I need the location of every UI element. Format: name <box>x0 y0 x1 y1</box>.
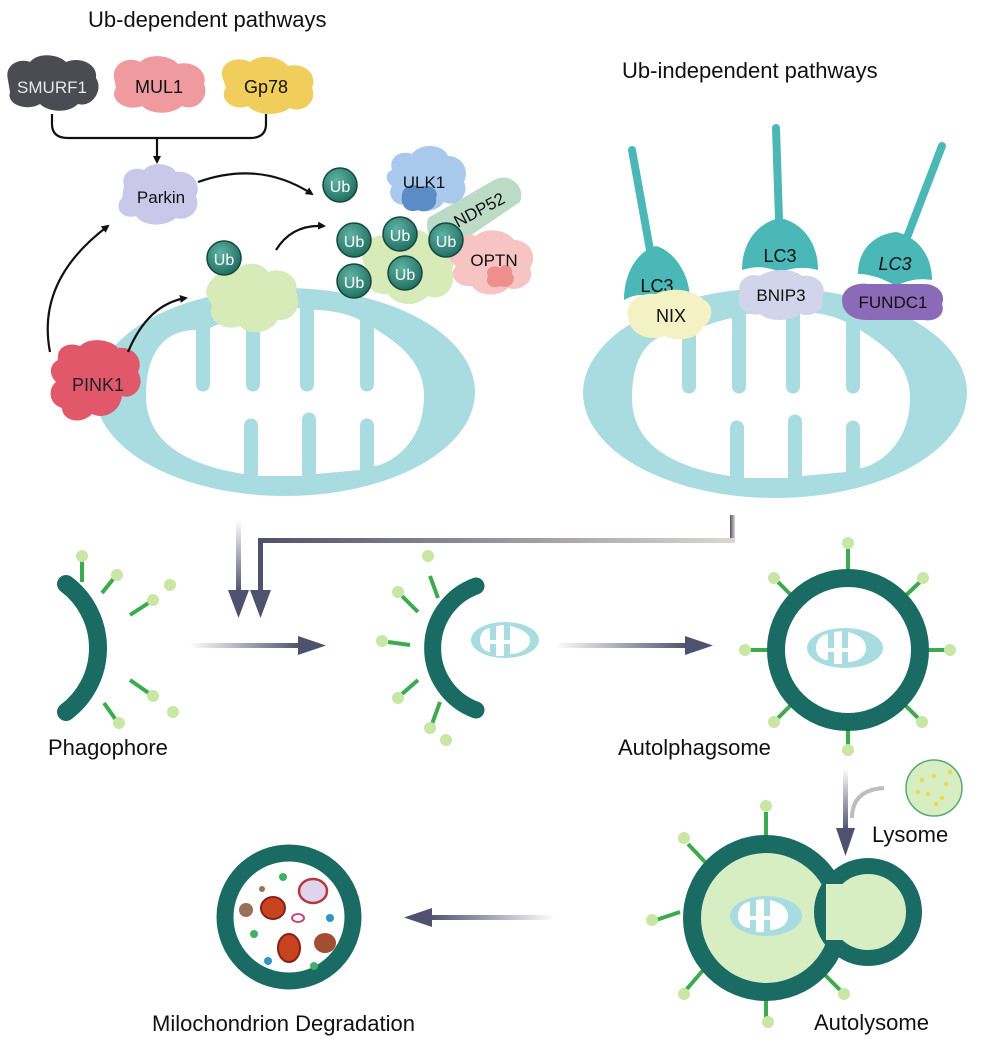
autolysosome <box>646 800 922 1028</box>
autophagosome-label: Autolphagsome <box>618 735 771 760</box>
phagophore <box>57 550 179 729</box>
engulfing-phagophore <box>376 550 539 746</box>
ub-ball-2: Ub <box>336 222 372 258</box>
lysosome-label: Lysome <box>872 822 948 847</box>
gp78-label: Gp78 <box>244 77 288 97</box>
svg-text:Ub: Ub <box>395 267 416 284</box>
ub-ball-1: Ub <box>322 167 358 203</box>
optn-label: OPTN <box>470 251 517 270</box>
ub-single: Ub <box>206 240 242 276</box>
mul1-protein: MUL1 <box>113 56 206 113</box>
ligase-bracket <box>50 114 268 140</box>
ub-partial: Ub <box>428 222 464 258</box>
parkin-protein: Parkin <box>118 164 198 225</box>
parkin-label: Parkin <box>137 188 185 207</box>
ulk1-label: ULK1 <box>403 173 446 192</box>
lc3-bnip3-complex: LC3 BNIP3 <box>738 124 824 320</box>
small-mitochondrion-1 <box>471 622 539 658</box>
arrow-to-degradation <box>404 908 555 927</box>
svg-text:Ub: Ub <box>344 234 365 251</box>
phagophore-label: Phagophore <box>48 735 168 760</box>
ub-partial-label: Ub <box>436 234 457 251</box>
mitochondrion-left <box>95 288 475 496</box>
gp78-protein: Gp78 <box>221 56 314 114</box>
ub-to-cluster-arrow <box>275 221 326 251</box>
nix-label: NIX <box>656 306 686 326</box>
svg-text:Ub: Ub <box>344 275 365 292</box>
degradation-label: Milochondrion Degradation <box>152 1011 415 1036</box>
lc3-fundc1-complex: LC3 FUNDC1 <box>842 142 946 321</box>
ulk1-protein: ULK1 <box>386 145 467 212</box>
lysosome <box>905 759 963 817</box>
ub-ball-4: Ub <box>336 263 372 299</box>
autolysosome-label: Autolysome <box>814 1010 929 1035</box>
converging-arrows <box>228 515 735 618</box>
ub-ball-3: Ub <box>382 216 418 252</box>
lc3-label-3: LC3 <box>878 254 911 274</box>
parkin-to-ub-arrow <box>197 172 314 196</box>
arrow-phagophore-to-engulfing <box>190 636 326 655</box>
fundc1-label: FUNDC1 <box>859 293 928 312</box>
pink1-label: PINK1 <box>72 375 124 395</box>
optn-protein: OPTN <box>449 230 534 295</box>
ub-ball-5: Ub <box>387 255 423 291</box>
smurf1-protein: SMURF1 <box>7 55 99 111</box>
lc3-label-2: LC3 <box>763 246 796 266</box>
bnip3-label: BNIP3 <box>756 286 805 305</box>
mitochondrion-right <box>583 288 967 498</box>
autophagosome <box>739 537 956 756</box>
svg-text:Ub: Ub <box>390 228 411 245</box>
ub-single-label: Ub <box>214 252 235 269</box>
lc3-nix-complex: LC3 NIX <box>624 146 712 340</box>
arrow-to-autolysosome <box>836 768 885 856</box>
arrow-to-autophagosome <box>555 636 713 655</box>
omm-substrate-protein <box>206 263 299 333</box>
svg-text:Ub: Ub <box>330 179 351 196</box>
ub-independent-title: Ub-independent pathways <box>622 58 878 83</box>
pink1-to-substrate-arrow <box>126 294 188 353</box>
small-mitochondrion-3 <box>730 896 802 936</box>
smurf1-label: SMURF1 <box>17 78 87 97</box>
pink1-protein: PINK1 <box>50 340 141 421</box>
pink1-to-parkin-arrow <box>46 224 110 353</box>
ub-dependent-title: Ub-dependent pathways <box>88 7 327 32</box>
degradation-vesicle <box>216 844 362 990</box>
small-mitochondrion-2 <box>807 628 883 668</box>
mul1-label: MUL1 <box>135 77 183 97</box>
